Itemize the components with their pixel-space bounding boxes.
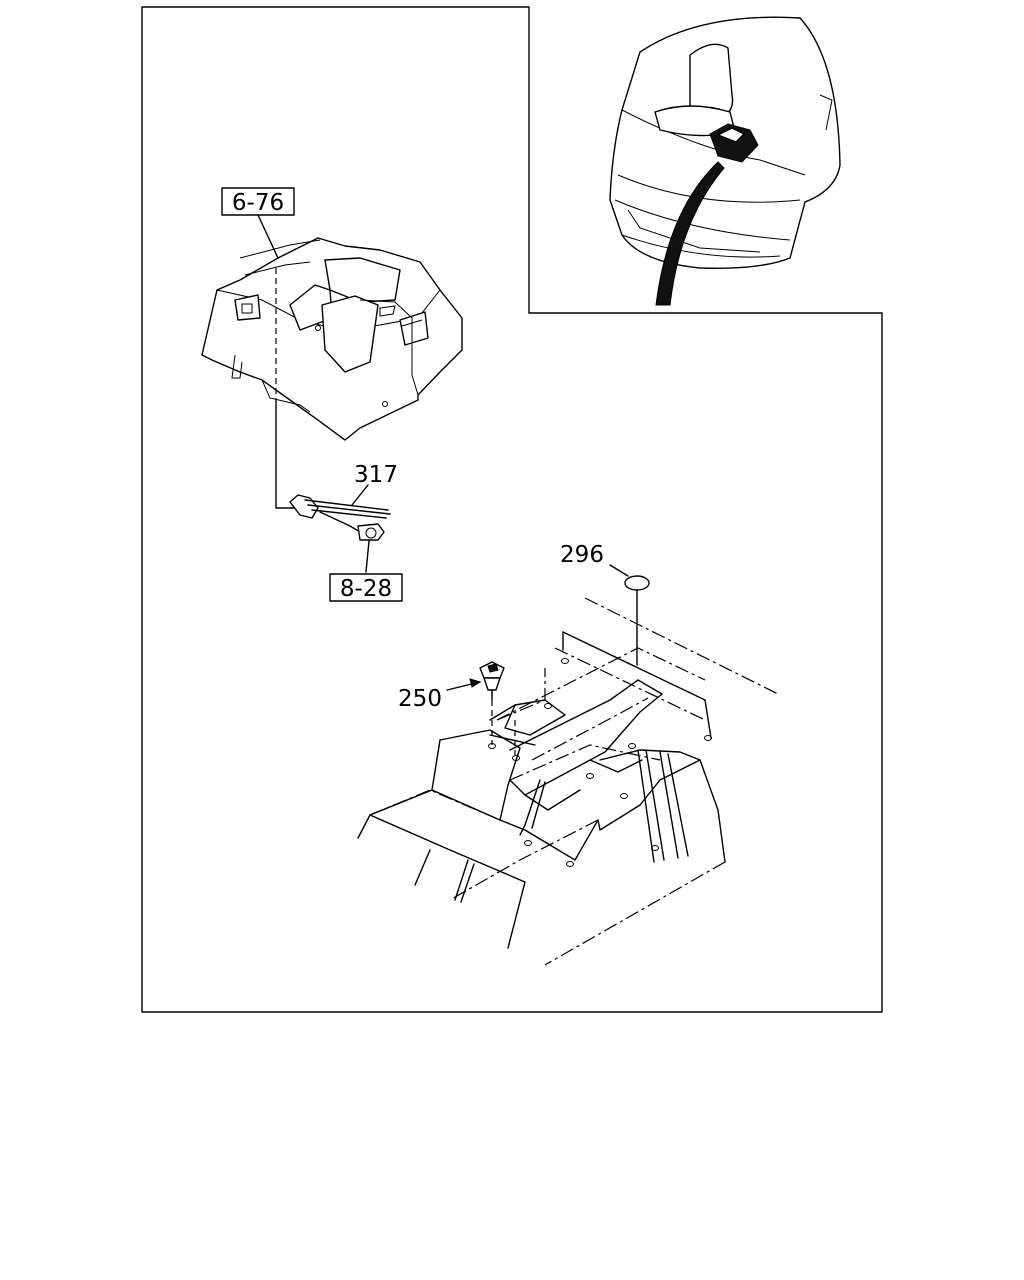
part-296-plug (624, 575, 650, 666)
callout-296: 296 (560, 542, 604, 568)
part-317-ground-strap (289, 494, 391, 541)
cab-floor-body (357, 597, 781, 966)
ref-box-6-76 (221, 187, 295, 216)
ref-box-8-28 (329, 573, 403, 602)
callout-317: 317 (354, 462, 398, 488)
callout-250: 250 (398, 686, 442, 712)
callout-6-76: 6-76 (232, 190, 284, 216)
console-cover (201, 237, 463, 441)
callout-8-28: 8-28 (340, 576, 392, 602)
part-250-clip (479, 661, 505, 701)
vehicle-location-view (609, 16, 841, 306)
diagram-frame (141, 6, 883, 1013)
